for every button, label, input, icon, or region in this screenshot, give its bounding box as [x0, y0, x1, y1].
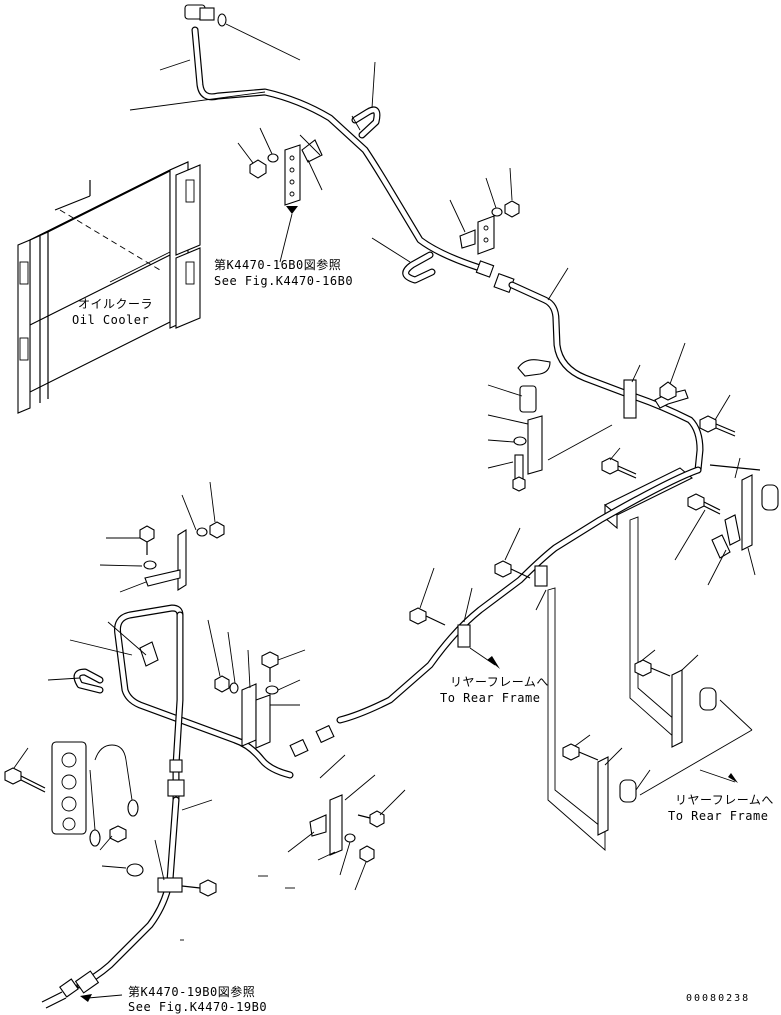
minor-marks — [180, 875, 295, 941]
drawing-code: 00080238 — [686, 993, 751, 1004]
clip-right — [674, 509, 741, 586]
rear-frame-right-jp: リヤーフレームへ — [675, 793, 774, 807]
rear-frame-plate-mid — [547, 587, 623, 851]
clamp-right-upper — [623, 342, 689, 419]
bolt-right-2 — [601, 447, 637, 479]
rear-frame-mid-jp: リヤーフレームへ — [450, 675, 549, 689]
bracket-center-left — [207, 619, 306, 749]
rear-frame-mid-en: To Rear Frame — [440, 691, 541, 705]
clamp-lower-1 — [494, 527, 548, 611]
bolt-bracket-left — [687, 493, 721, 515]
arrow-rear-frame-mid — [469, 647, 500, 669]
left-pipe-loop — [114, 604, 309, 779]
clamp-lower-2 — [409, 567, 473, 648]
upper-hose-pipe — [129, 4, 484, 272]
u-bolt-top — [351, 61, 381, 139]
ref-bottom-en: See Fig.K4470-19B0 — [128, 1000, 268, 1014]
parts-stack-center — [487, 359, 613, 492]
bracket-top-right — [449, 167, 520, 255]
ref-top-jp: 第K4470-16B0図参照 — [214, 258, 342, 272]
rear-frame-right-en: To Rear Frame — [668, 809, 769, 823]
oil-cooler-label-en: Oil Cooler — [72, 313, 150, 327]
hose-fitting-mid — [475, 260, 704, 474]
ref-top-en: See Fig.K4470-16B0 — [214, 274, 354, 288]
ref-bottom-jp: 第K4470-19B0図参照 — [128, 985, 256, 999]
bolt-right-1 — [699, 394, 736, 437]
plug-block — [51, 741, 87, 835]
rear-frame-plate-right — [619, 516, 753, 803]
lower-hose — [41, 759, 217, 1009]
bracket-lower-center — [287, 754, 406, 891]
bolt-left-bottom — [4, 747, 46, 793]
arrow-rear-frame-right — [699, 769, 738, 783]
bracket-left-upper — [99, 481, 225, 593]
u-bolt-left — [47, 621, 159, 694]
u-bolt-mid — [371, 237, 436, 284]
clamp-plate-top — [237, 127, 323, 263]
lower-main-pipe — [315, 466, 702, 744]
oil-cooler — [17, 161, 201, 414]
oil-cooler-label-jp: オイルクーラ — [78, 297, 154, 311]
ground-wire — [89, 744, 144, 877]
